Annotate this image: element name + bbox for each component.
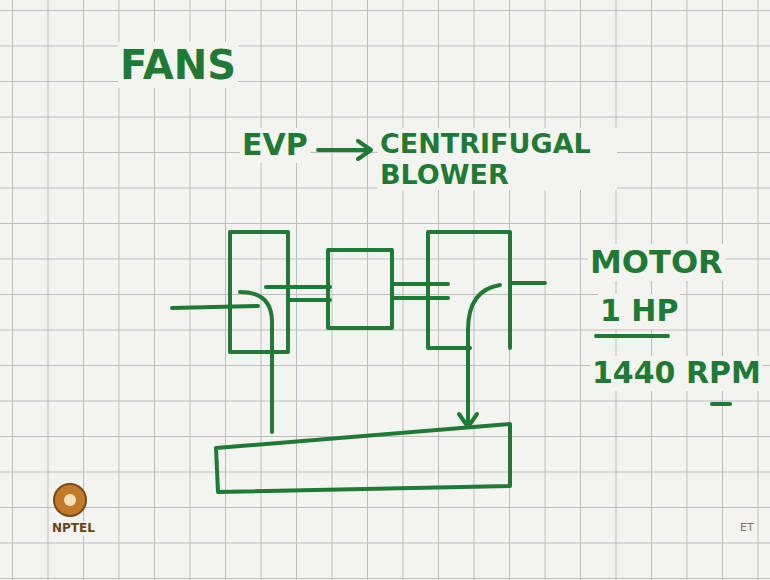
abbreviation: EVP (240, 128, 310, 163)
blower-inlet (172, 292, 272, 432)
corner-mark: ET (738, 522, 756, 535)
underline (596, 334, 668, 338)
component-name: CENTRIFUGAL BLOWER (378, 128, 617, 190)
rating: 1440 RPM (590, 356, 763, 391)
pointer-arrow (318, 141, 371, 159)
rating: 1 HP (598, 294, 680, 329)
shaft (266, 287, 330, 300)
blower-outlet (459, 285, 500, 427)
shaft-end (512, 281, 545, 285)
logo-text: NPTEL (50, 522, 97, 536)
sketch-title: FANS (118, 42, 238, 88)
shaft (392, 284, 448, 298)
motor-box (328, 250, 392, 328)
logo-wheel (54, 484, 86, 516)
underline (712, 402, 730, 406)
component-name: MOTOR (588, 244, 725, 281)
duct (216, 424, 510, 492)
